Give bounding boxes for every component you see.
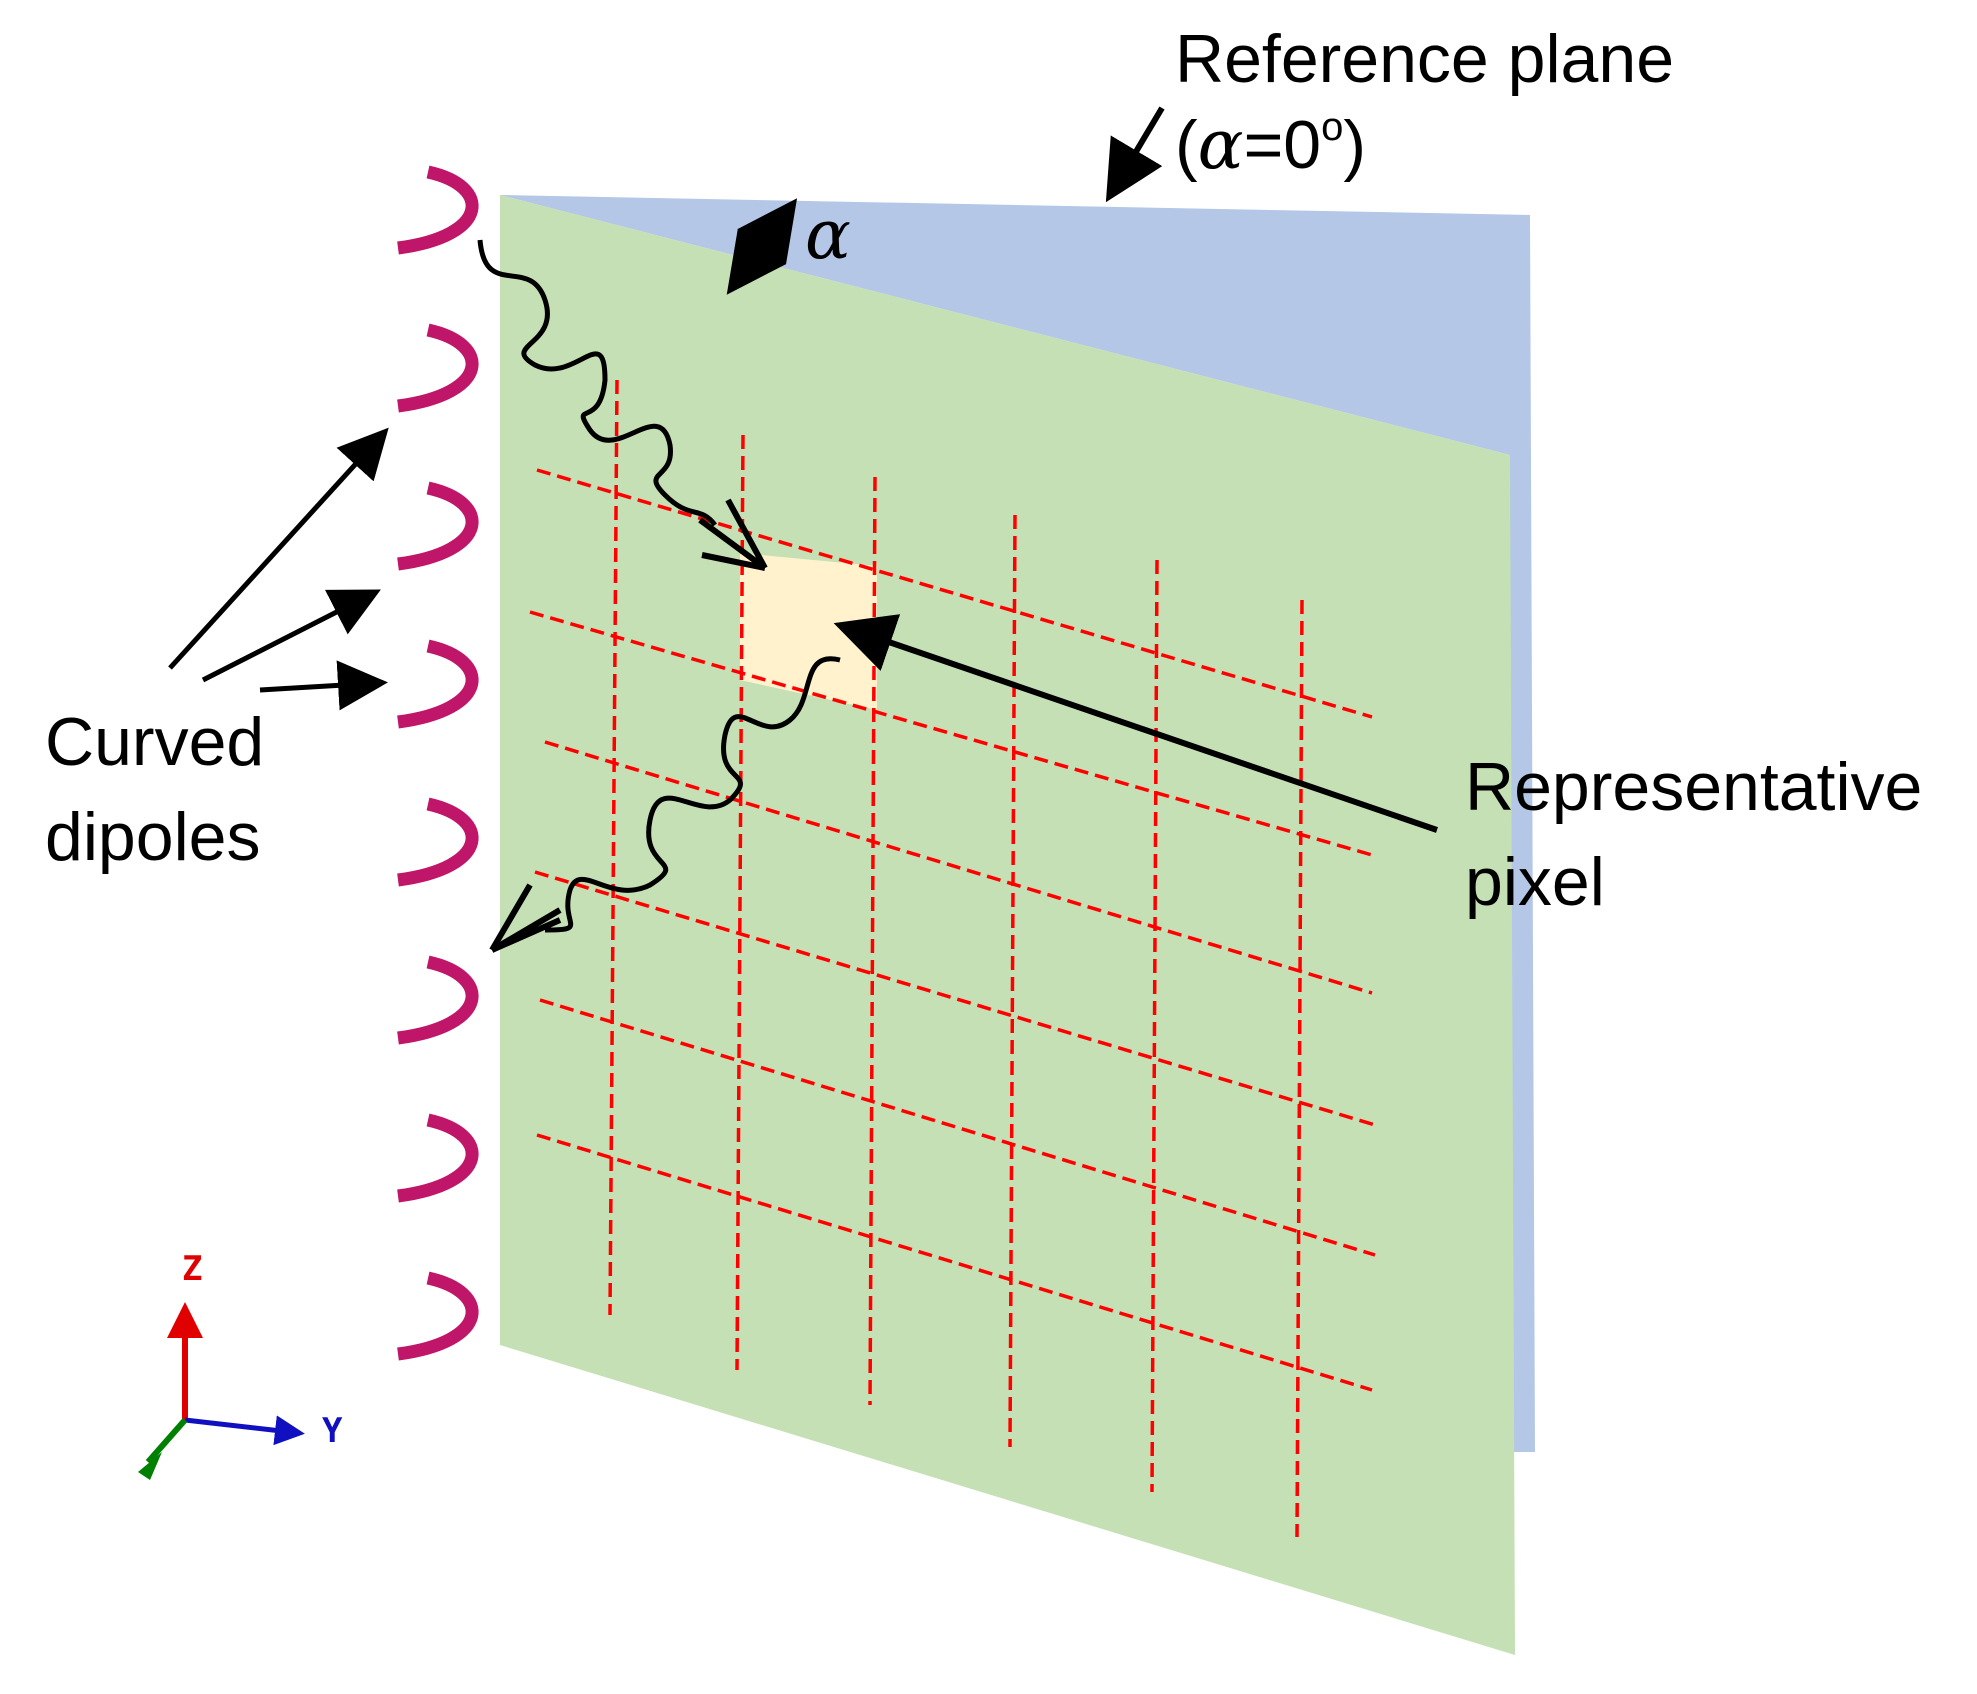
tilt-angle-arrow <box>726 198 798 295</box>
curved-dipole-icon <box>397 1271 479 1361</box>
incident-arrowhead <box>698 498 768 571</box>
pixel-pointer-arrow <box>833 614 1438 833</box>
axis-y-label: Y <box>322 1411 343 1451</box>
representative-pixel-label-line2: pixel <box>1465 844 1605 920</box>
dipole-pointer-arrow <box>259 660 388 711</box>
x-axis <box>145 1418 188 1464</box>
dipole-pointer-arrow <box>168 427 389 670</box>
grid-line-v <box>1295 599 1304 1538</box>
x-axis-head <box>138 1452 162 1480</box>
grid-line-v <box>1008 514 1017 1448</box>
axis-z-label: Z <box>182 1249 202 1289</box>
curved-dipoles-label: Curved <box>45 704 264 780</box>
degree-sign: o <box>1321 105 1343 149</box>
reference-plane-label: Reference plane <box>1175 21 1674 97</box>
grid-line-h <box>544 740 1373 995</box>
reference-plane-angle-label: (α=0o) <box>1175 105 1366 185</box>
curved-dipole-icon <box>397 797 479 887</box>
curved-dipole-icon <box>397 481 479 571</box>
representative-pixel-label: Representative <box>1465 749 1922 825</box>
grid-line-v <box>608 379 619 1316</box>
tilt-angle-label: α <box>805 196 851 275</box>
dipole-pointer-arrow <box>201 589 381 683</box>
curved-dipole-icon <box>397 165 479 255</box>
y-axis <box>184 1415 305 1446</box>
curved-dipoles-label-line2: dipoles <box>45 799 261 875</box>
grid-line-v <box>1150 559 1159 1493</box>
grid-line-h <box>539 998 1376 1257</box>
curved-dipole-icon <box>397 1113 479 1203</box>
grid-line-h <box>536 1133 1373 1392</box>
reflected-arrowhead <box>489 883 562 953</box>
reference-plane-pointer-arrow <box>1105 106 1165 203</box>
reflected-wave-arrow <box>544 656 841 933</box>
pixel-grid <box>529 379 1376 1538</box>
grid-line-h <box>536 468 1373 719</box>
reference-plane <box>500 195 1535 1452</box>
curved-dipole-icon <box>397 955 479 1045</box>
xyz-axis-triad-icon: Z Y <box>138 1249 343 1480</box>
grid-line-v <box>735 434 745 1371</box>
curved-dipole-icon <box>397 323 479 413</box>
curved-dipole-array <box>397 165 479 1361</box>
incident-wave-arrow <box>477 239 717 527</box>
curved-dipole-icon <box>397 639 479 729</box>
